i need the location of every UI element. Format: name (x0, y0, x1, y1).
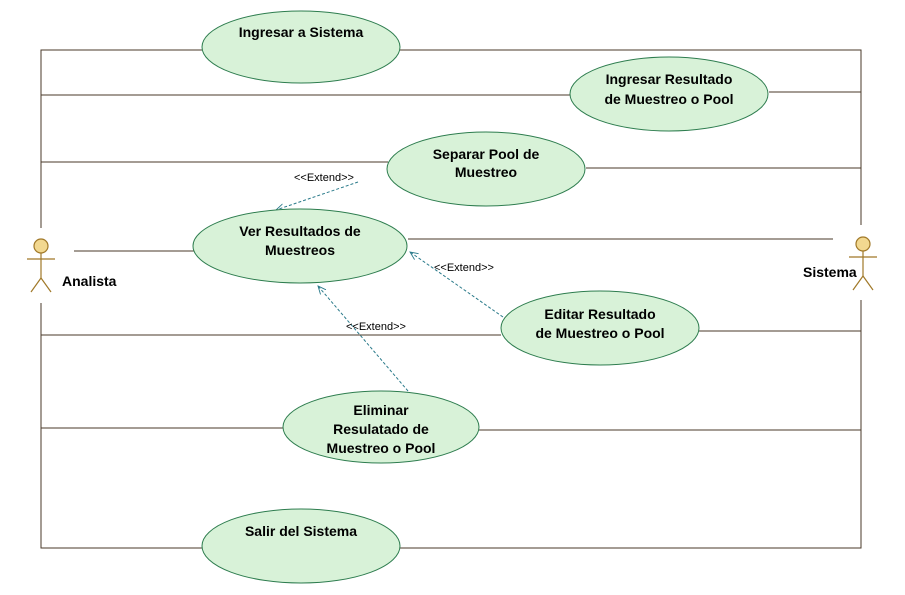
extend-label-separar: <<Extend>> (294, 172, 354, 184)
use-case-label-line2: Muestreos (265, 242, 335, 258)
left-associations (40, 49, 572, 549)
use-case-label: Salir del Sistema (245, 523, 357, 539)
actor-label: Analista (62, 273, 117, 289)
use-case-label-line1: Ingresar Resultado (606, 71, 733, 87)
extend-arrow-separar (276, 181, 359, 210)
actor-figure-icon (27, 238, 55, 293)
use-case-label-line2: Muestreo (455, 164, 517, 180)
right-associations (398, 49, 862, 549)
use-case-ingresar-sistema[interactable]: Ingresar a Sistema (201, 10, 401, 84)
extend-label-eliminar: <<Extend>> (346, 321, 406, 333)
assoc-analista-bus-lower (40, 303, 205, 549)
use-case-label: Ingresar a Sistema (239, 24, 364, 40)
extend-dependencies: <<Extend>> <<Extend>> <<Extend>> (276, 172, 504, 392)
use-case-separar-pool[interactable]: Separar Pool de Muestreo (386, 131, 586, 207)
assoc-analista-ingresar-sistema (40, 49, 205, 228)
use-case-label-line3: Muestreo o Pool (327, 440, 436, 456)
actor-figure-icon (849, 236, 877, 291)
use-case-label-line1: Editar Resultado (544, 306, 655, 322)
extend-arrow-editar (410, 252, 504, 318)
use-case-label-line1: Separar Pool de (433, 146, 540, 162)
use-case-label-line2: Resulatado de (333, 421, 429, 437)
assoc-sistema-bus-lower (400, 300, 862, 549)
use-case-ver-resultados[interactable]: Ver Resultados de Muestreos (192, 208, 408, 284)
use-case-label-line2: de Muestreo o Pool (535, 325, 664, 341)
extend-label-editar: <<Extend>> (434, 262, 494, 274)
actor-analista[interactable]: Analista (27, 238, 117, 293)
use-case-eliminar-resultado[interactable]: Eliminar Resulatado de Muestreo o Pool (282, 390, 480, 464)
use-case-label-line2: de Muestreo o Pool (604, 91, 733, 107)
extend-arrow-eliminar (318, 286, 409, 392)
actor-label: Sistema (803, 264, 857, 280)
use-case-label-line1: Ver Resultados de (239, 223, 361, 239)
use-case-label-line1: Eliminar (353, 402, 409, 418)
use-case-ingresar-resultado[interactable]: Ingresar Resultado de Muestreo o Pool (569, 56, 769, 132)
assoc-sistema-ingresar-sistema (398, 49, 862, 225)
use-case-salir-sistema[interactable]: Salir del Sistema (201, 508, 401, 584)
use-case-editar-resultado[interactable]: Editar Resultado de Muestreo o Pool (500, 290, 700, 366)
actor-sistema[interactable]: Sistema (803, 236, 877, 291)
